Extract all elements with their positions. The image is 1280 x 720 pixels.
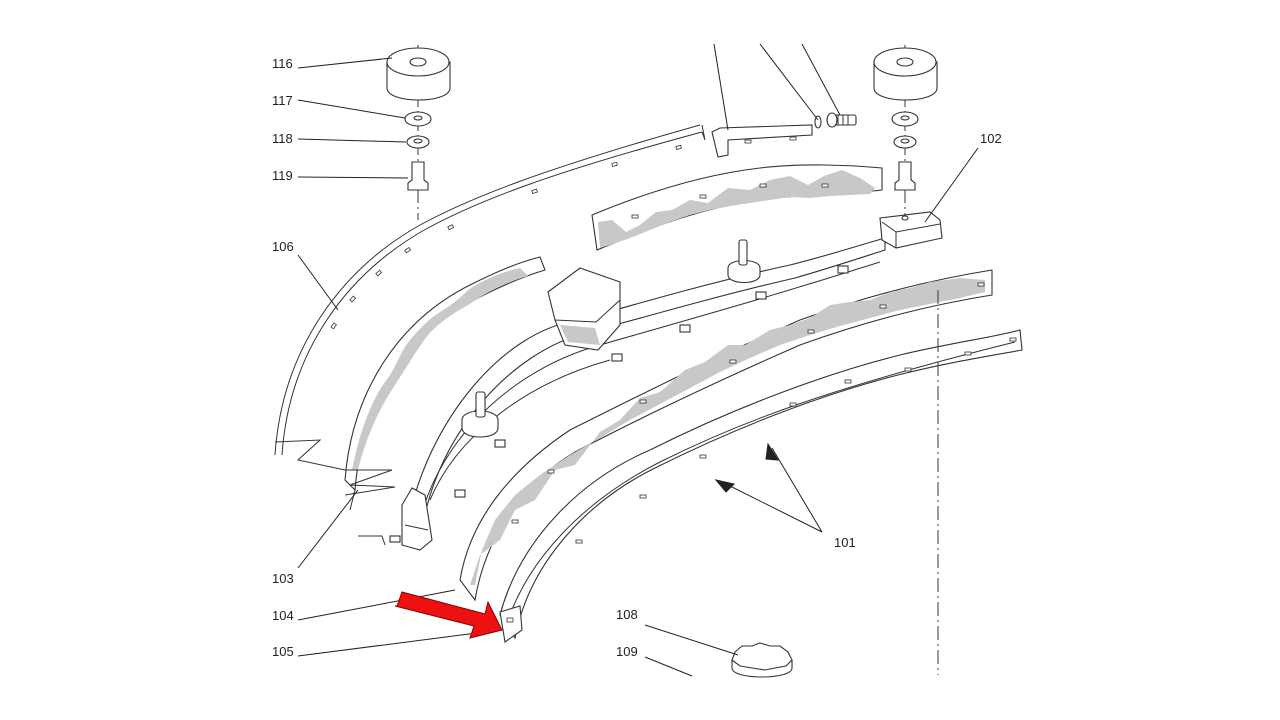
bolt [814, 112, 857, 129]
callout-101: 101 [834, 535, 856, 550]
callout-104: 104 [272, 608, 294, 623]
callout-116: 116 [272, 56, 293, 71]
highlight-arrow [394, 591, 503, 639]
lower-wave-plate [459, 269, 993, 602]
leader-lines [297, 43, 979, 677]
adjuster-knob [731, 642, 793, 678]
callout-102: 102 [980, 131, 1002, 146]
callout-119: 119 [272, 168, 293, 183]
upper-wave-plate [591, 164, 883, 251]
top-bracket [711, 124, 813, 158]
idler-shaft-right [727, 239, 761, 284]
callout-103: 103 [272, 571, 294, 586]
callout-117: 117 [272, 93, 293, 108]
callout-106: 106 [272, 239, 294, 254]
callout-labels: 116 117 118 119 106 103 104 105 108 109 … [272, 56, 1002, 659]
construction-lines [274, 290, 939, 675]
bumper-stack-right [873, 45, 938, 215]
outer-guide-rail [274, 124, 706, 456]
callout-105: 105 [272, 644, 294, 659]
outer-wear-strip [499, 329, 1023, 643]
callout-109: 109 [616, 644, 638, 659]
callout-108: 108 [616, 607, 638, 622]
drive-unit [547, 267, 621, 351]
bumper-stack-left [386, 45, 451, 220]
idler-shaft-left [461, 391, 499, 438]
main-conveyor-frame [389, 211, 943, 551]
callout-118: 118 [272, 131, 293, 146]
